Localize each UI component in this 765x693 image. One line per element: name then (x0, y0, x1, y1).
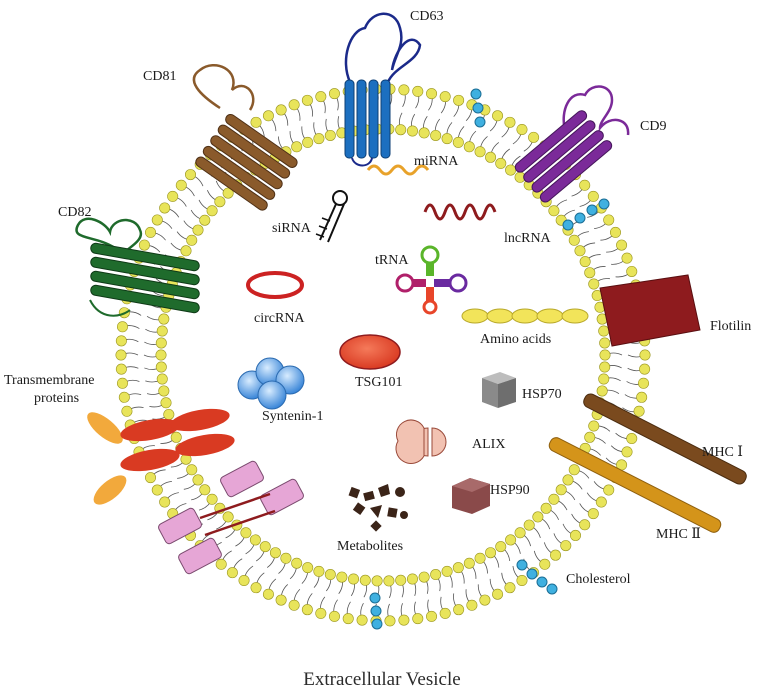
transmembrane-proteins (87, 408, 235, 505)
cd9-protein (514, 85, 630, 203)
syntenin-1-protein (237, 357, 305, 410)
mirna-molecule (366, 164, 430, 176)
alix-label: ALIX (472, 437, 505, 452)
hsp90-label: HSP90 (490, 483, 530, 498)
tsg101-label: TSG101 (355, 375, 402, 390)
flotilin-label: Flotilin (710, 319, 751, 334)
transmembrane-label-line1: Transmembrane (4, 373, 94, 388)
cholesterol-label: Cholesterol (566, 572, 631, 587)
cd82-protein (75, 217, 200, 317)
hsp70-label: HSP70 (522, 387, 562, 402)
mirna-label: miRNA (414, 154, 459, 169)
mhc-ii-label: MHC Ⅱ (656, 527, 701, 542)
flotilin-protein (599, 274, 701, 347)
membrane-protein-blocks (158, 460, 304, 575)
sirna-label: siRNA (272, 221, 312, 236)
mhc-i-protein (583, 393, 747, 485)
trna-molecule (395, 245, 468, 315)
cholesterol-molecules (369, 88, 610, 630)
amino-acids (461, 308, 589, 324)
alix-protein (395, 419, 447, 465)
diagram-caption: Extracellular Vesicle (303, 669, 460, 690)
lncrna-molecule (423, 203, 497, 221)
metabolites (348, 484, 408, 532)
hsp90-protein (452, 478, 490, 514)
tsg101-protein (339, 334, 401, 370)
syntenin-label: Syntenin-1 (262, 409, 323, 424)
circrna-label: circRNA (254, 311, 305, 326)
mhc-i-label: MHC Ⅰ (702, 445, 743, 460)
metabolites-label: Metabolites (337, 539, 403, 554)
transmembrane-label-line2: proteins (34, 391, 79, 406)
sirna-molecule (315, 190, 348, 243)
trna-label: tRNA (375, 253, 409, 268)
amino-acids-label: Amino acids (480, 332, 551, 347)
cd81-protein (192, 64, 298, 211)
cd9-label: CD9 (640, 119, 666, 134)
hsp70-protein (482, 372, 516, 408)
cd81-label: CD81 (143, 69, 176, 84)
cd63-protein (344, 12, 422, 167)
mhc-ii-protein (548, 437, 722, 533)
circrna-molecule (246, 271, 304, 299)
lncrna-label: lncRNA (504, 231, 552, 246)
cd82-label: CD82 (58, 205, 91, 220)
cd63-label: CD63 (410, 9, 443, 24)
